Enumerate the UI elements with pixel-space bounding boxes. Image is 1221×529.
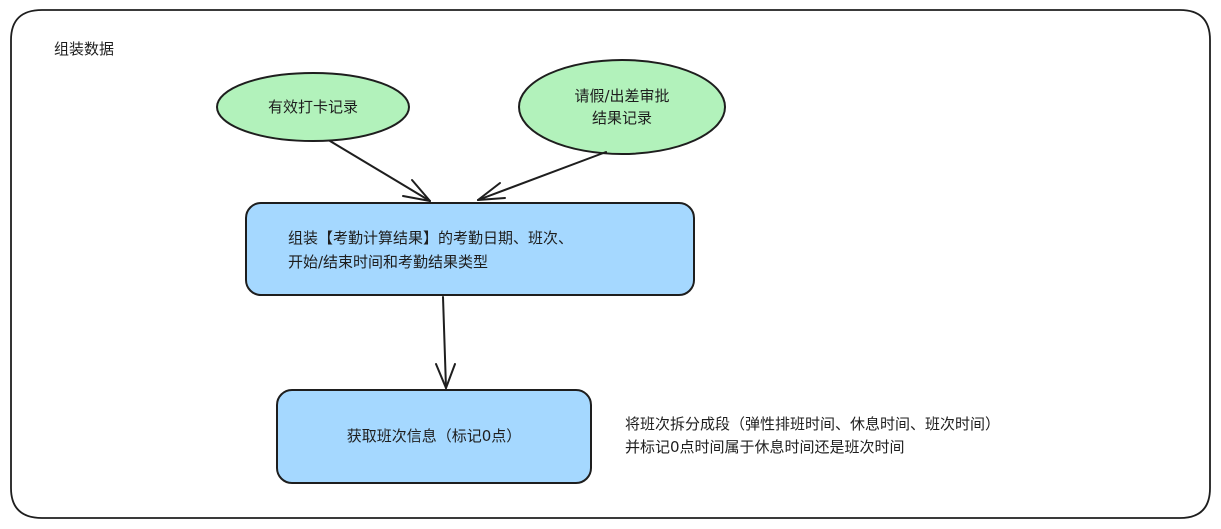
note-line1: 将班次拆分成段（弹性排班时间、休息时间、班次时间） (625, 415, 1001, 433)
approval-node-shape[interactable] (518, 59, 726, 155)
arrow-punch-to-assemble (329, 140, 431, 202)
diagram-title: 组装数据 (54, 40, 115, 58)
outer-frame (10, 9, 1211, 519)
assemble-node-label-line2: 开始/结束时间和考勤结果类型 (288, 253, 489, 271)
approval-node-label-line1: 请假/出差审批 (574, 87, 670, 105)
arrow-assemble-to-get-shift (435, 296, 456, 389)
assemble-node-shape[interactable] (245, 202, 695, 296)
get-shift-node-label: 获取班次信息（标记0点） (346, 427, 522, 445)
valid-punch-node-shape[interactable] (216, 72, 410, 142)
get-shift-node-shape[interactable] (276, 389, 592, 484)
note-line2: 并标记0点时间属于休息时间还是班次时间 (625, 438, 905, 456)
arrow-approval-to-assemble (477, 151, 607, 201)
valid-punch-node-label: 有效打卡记录 (267, 98, 358, 116)
approval-node-label-line2: 结果记录 (591, 109, 652, 127)
assemble-node-label-line1: 组装【考勤计算结果】的考勤日期、班次、 (288, 229, 574, 247)
